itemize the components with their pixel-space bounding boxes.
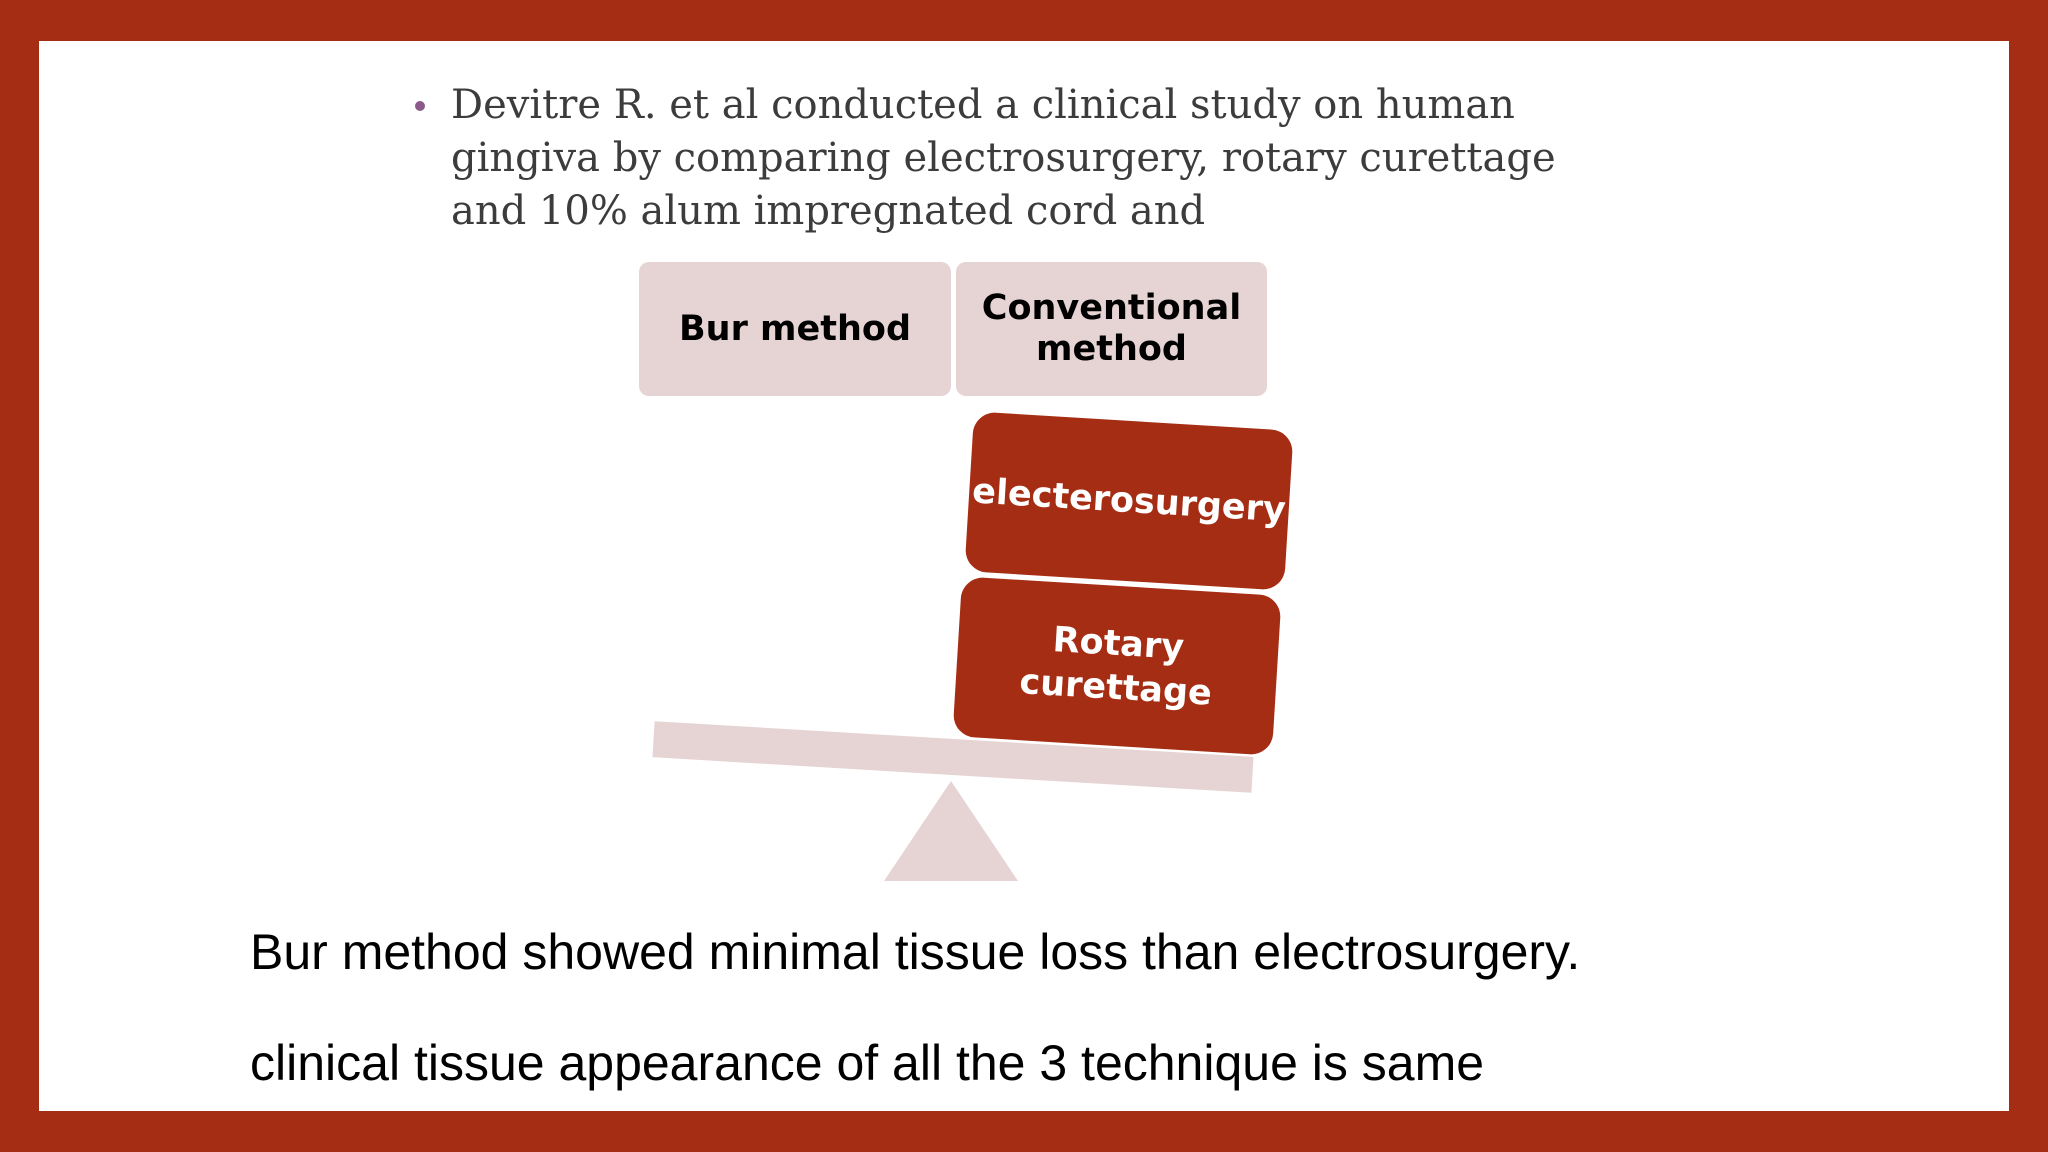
rotary-curettage-box: Rotary curettage [952,576,1282,756]
conventional-method-box: Conventional method [956,262,1267,396]
seesaw-fulcrum-icon [884,781,1018,881]
conclusion-text-2: clinical tissue appearance of all the 3 … [250,1035,1485,1091]
bur-method-box: Bur method [639,262,951,396]
bullet-dot-icon [415,101,425,111]
slide: Devitre R. et al conducted a clinical st… [39,41,2009,1111]
conclusion-text-1: Bur method showed minimal tissue loss th… [250,924,1581,980]
intro-text: Devitre R. et al conducted a clinical st… [451,82,1556,234]
electrosurgery-box: electerosurgery [964,411,1294,591]
